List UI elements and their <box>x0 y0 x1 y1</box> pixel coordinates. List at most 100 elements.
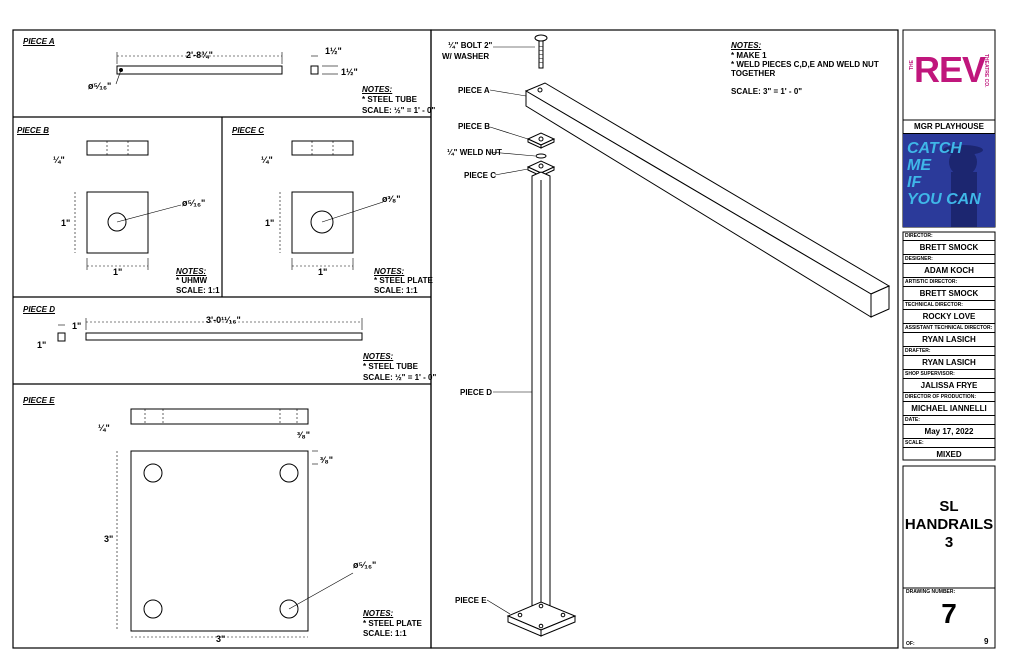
piece-d-note-1: * STEEL TUBE <box>363 362 418 371</box>
credit-value: May 17, 2022 <box>903 425 995 439</box>
credit-label: DATE: <box>903 416 995 425</box>
piece-d-height-dim: 1" <box>37 340 47 350</box>
credit-label: TECHNICAL DIRECTOR: <box>903 301 995 310</box>
piece-b-notes-title: NOTES: <box>176 267 207 276</box>
credit-artistic-director: ARTISTIC DIRECTOR: BRETT SMOCK <box>903 278 995 301</box>
credit-director-of-production: DIRECTOR OF PRODUCTION: MICHAEL IANNELLI <box>903 393 995 416</box>
piece-e-note-2: SCALE: 1:1 <box>363 629 407 638</box>
assembly-piece-c-label: PIECE C <box>464 171 497 180</box>
piece-c-notes-title: NOTES: <box>374 267 405 276</box>
piece-e-drawing <box>116 408 354 638</box>
piece-a-width-dim: 1½" <box>325 46 342 56</box>
poster-line-3: IF <box>907 174 922 191</box>
piece-b-drawing <box>74 140 182 270</box>
venue-name: MGR PLAYHOUSE <box>903 121 995 134</box>
assembly-note-1: * MAKE 1 <box>731 51 767 60</box>
piece-b-note-1: * UHMW <box>176 276 208 285</box>
assembly-drawing <box>486 34 891 637</box>
credit-date: DATE: May 17, 2022 <box>903 416 995 439</box>
assembly-piece-e-label: PIECE E <box>455 596 487 605</box>
assembly-piece-a-label: PIECE A <box>458 86 490 95</box>
piece-e-hole-dim: ø⁵⁄₁₆" <box>353 560 377 570</box>
piece-a-note-1: * STEEL TUBE <box>362 95 417 104</box>
piece-b-thickness-dim: ¼" <box>53 155 65 165</box>
piece-b-bottom-dim: 1" <box>113 267 123 277</box>
credit-label: DIRECTOR: <box>903 232 995 241</box>
piece-e-note-1: * STEEL PLATE <box>363 619 422 628</box>
credit-label: ASSISTANT TECHNICAL DIRECTOR: <box>903 324 995 333</box>
credit-drafter: DRAFTER: RYAN LASICH <box>903 347 995 370</box>
assembly-panel-border <box>430 29 899 649</box>
assembly-weld-nut-label: ¼" WELD NUT <box>447 148 502 157</box>
piece-c-note-1: * STEEL PLATE <box>374 276 433 285</box>
drawing-title: SL HANDRAILS 3 <box>903 498 995 552</box>
drawing-title-line-1: SL <box>939 498 959 515</box>
piece-c-note-2: SCALE: 1:1 <box>374 286 418 295</box>
credit-value: ADAM KOCH <box>903 264 995 278</box>
logo-rev-text: REV <box>914 49 986 90</box>
bolt-label-line-1: ¼" BOLT 2" <box>448 41 493 50</box>
assembly-piece-d-label: PIECE D <box>460 388 493 397</box>
credit-label: DESIGNER: <box>903 255 995 264</box>
assembly-note-2: * WELD PIECES C,D,E AND WELD NUT <box>731 60 879 69</box>
poster-title: CATCH ME IF YOU CAN <box>907 140 981 208</box>
piece-a-title: PIECE A <box>23 37 55 46</box>
poster-line-2: ME <box>907 157 931 174</box>
piece-c-drawing <box>279 140 384 270</box>
piece-a-drawing <box>115 52 338 85</box>
piece-d-note-2: SCALE: ½" = 1' - 0" <box>363 373 437 382</box>
sheet-of-label: OF: <box>906 641 915 647</box>
piece-c-bottom-dim: 1" <box>318 267 328 277</box>
credit-value: ROCKY LOVE <box>903 310 995 324</box>
piece-b-note-2: SCALE: 1:1 <box>176 286 220 295</box>
piece-c-title: PIECE C <box>232 126 265 135</box>
credit-value: MICHAEL IANNELLI <box>903 402 995 416</box>
credit-director: DIRECTOR: BRETT SMOCK <box>903 232 995 255</box>
piece-a-notes-title: NOTES: <box>362 85 393 94</box>
logo-theatre-text: THEATRE CO. <box>983 54 989 88</box>
credit-label: ARTISTIC DIRECTOR: <box>903 278 995 287</box>
assembly-note-3: TOGETHER <box>731 69 776 78</box>
show-poster: CATCH ME IF YOU CAN <box>903 134 995 227</box>
credit-label: DRAFTER: <box>903 347 995 356</box>
piece-a-hole-dim: ø⁵⁄₁₆" <box>88 81 112 91</box>
piece-c-side-dim: 1" <box>265 218 275 228</box>
piece-e-title: PIECE E <box>23 396 55 405</box>
assembly-notes-title: NOTES: <box>731 41 762 50</box>
piece-d-width-dim: 1" <box>72 321 82 331</box>
credits-table: DIRECTOR: BRETT SMOCK DESIGNER: ADAM KOC… <box>903 232 995 461</box>
poster-line-1: CATCH <box>907 140 962 157</box>
piece-d-length-dim: 3'-0¹¹⁄₁₆" <box>206 315 241 325</box>
piece-e-thickness-dim: ¼" <box>98 423 110 433</box>
company-logo: THE REV THEATRE CO. <box>903 30 995 120</box>
drawing-number: 7 <box>941 598 957 629</box>
piece-e-edge-dim-2: ³⁄₈" <box>320 455 333 465</box>
piece-c-thickness-dim: ¼" <box>261 155 273 165</box>
credit-label: SHOP SUPERVISOR: <box>903 370 995 379</box>
credit-shop-supervisor: SHOP SUPERVISOR: JALISSA FRYE <box>903 370 995 393</box>
assembly-scale-note: SCALE: 3" = 1' - 0" <box>731 87 803 96</box>
poster-silhouette-icon <box>943 145 983 227</box>
piece-e-edge-dim-1: ³⁄₈" <box>297 430 310 440</box>
piece-d-drawing <box>57 318 363 342</box>
bolt-label-line-2: W/ WASHER <box>442 52 490 61</box>
piece-d-title: PIECE D <box>23 305 56 314</box>
piece-e-bottom-dim: 3" <box>216 634 226 644</box>
piece-e-notes-title: NOTES: <box>363 609 394 618</box>
drawing-title-line-3: 3 <box>944 534 954 551</box>
sheet-total: 9 <box>984 637 989 646</box>
credit-value: BRETT SMOCK <box>903 287 995 301</box>
credit-value: RYAN LASICH <box>903 333 995 347</box>
credit-value: JALISSA FRYE <box>903 379 995 393</box>
credit-value: MIXED <box>936 450 962 459</box>
piece-d-notes-title: NOTES: <box>363 352 394 361</box>
poster-line-4: YOU CAN <box>907 191 981 208</box>
piece-a-length-dim: 2'-8¾" <box>186 50 213 60</box>
piece-c-hole-dim: ø³⁄₈" <box>382 194 401 204</box>
piece-b-side-dim: 1" <box>61 218 71 228</box>
credit-technical-director: TECHNICAL DIRECTOR: ROCKY LOVE <box>903 301 995 324</box>
piece-b-hole-dim: ø⁵⁄₁₆" <box>182 198 206 208</box>
credit-value: RYAN LASICH <box>903 356 995 370</box>
piece-a-height-dim: 1½" <box>341 67 358 77</box>
credit-value: BRETT SMOCK <box>903 241 995 255</box>
